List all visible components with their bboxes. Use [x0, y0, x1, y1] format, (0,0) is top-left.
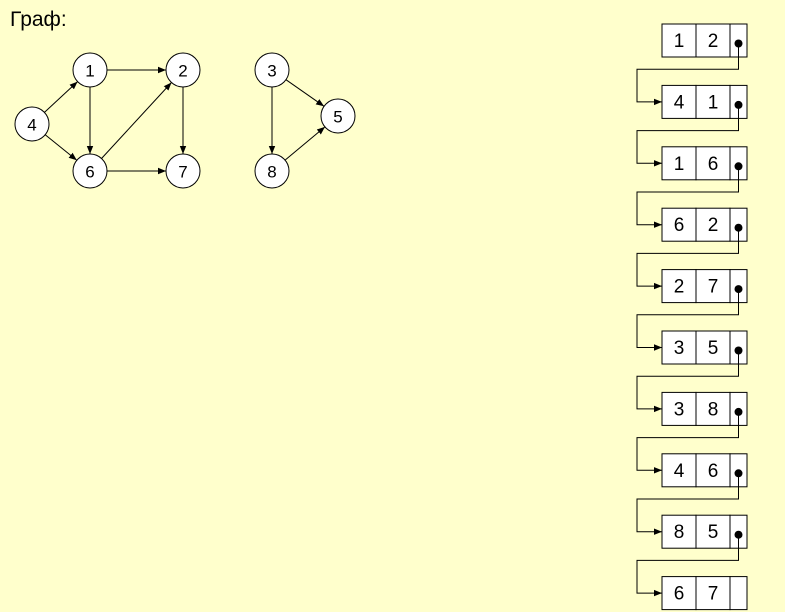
- graph-nodes: 1 2 3 4 5 6 7 8: [14, 52, 356, 189]
- cell-to-value: 2: [708, 215, 719, 236]
- node-8: 8: [254, 153, 290, 189]
- cell-from-value: 2: [674, 277, 685, 298]
- cell-to-value: 8: [708, 399, 719, 420]
- cell-to-value: 1: [708, 92, 719, 113]
- cell-to: [695, 391, 731, 426]
- cell-to: [695, 576, 731, 611]
- cell-from-value: 6: [674, 584, 685, 605]
- node-label: 6: [85, 163, 94, 182]
- node-label: 8: [267, 163, 276, 182]
- cell-from-value: 3: [674, 338, 685, 359]
- cell-to-value: 5: [708, 338, 719, 359]
- cell-from: [661, 453, 697, 488]
- cell-to-value: 7: [708, 584, 719, 605]
- node-circle: [254, 52, 290, 88]
- node-4: 4: [14, 106, 50, 142]
- next-pointer-arrow: [636, 350, 739, 413]
- cell-to-value: 2: [708, 31, 719, 52]
- node-2: 2: [165, 52, 201, 88]
- next-pointer-arrow: [636, 227, 739, 290]
- next-pointer-arrow: [636, 534, 739, 597]
- node-circle: [72, 52, 108, 88]
- node-label: 2: [178, 62, 187, 81]
- cell-to: [695, 207, 731, 242]
- edge-4-1: [44, 81, 78, 113]
- node-label: 4: [27, 116, 36, 135]
- cell-to-value: 6: [708, 154, 719, 175]
- node-label: 7: [178, 163, 187, 182]
- cell-from-value: 4: [674, 92, 685, 113]
- node-1: 1: [72, 52, 108, 88]
- cell-from-value: 6: [674, 215, 685, 236]
- next-pointer-arrow: [636, 289, 739, 351]
- cell-from-value: 1: [674, 154, 685, 175]
- page-title: Граф:: [10, 8, 67, 31]
- cell-pointer: [729, 576, 748, 611]
- cell-to: [695, 23, 731, 58]
- cell-from-value: 4: [674, 461, 685, 482]
- node-6: 6: [72, 153, 108, 189]
- node-5: 5: [320, 98, 356, 134]
- cell-from: [661, 23, 697, 58]
- cell-from-value: 1: [674, 31, 685, 52]
- node-label: 1: [85, 62, 94, 81]
- node-circle: [14, 106, 50, 142]
- cell-from: [661, 330, 697, 365]
- cell-to-value: 6: [708, 461, 719, 482]
- cell-from-value: 3: [674, 399, 685, 420]
- next-pointer-arrow: [636, 166, 739, 228]
- node-circle: [72, 153, 108, 189]
- node-label: 5: [333, 108, 342, 127]
- cell-to: [695, 514, 731, 549]
- next-pointer-arrow: [636, 411, 739, 474]
- cell-from: [661, 84, 697, 119]
- next-pointer-arrow: [636, 473, 739, 535]
- cell-from-value: 8: [674, 522, 685, 543]
- cell-from: [661, 514, 697, 549]
- cell-to: [695, 84, 731, 119]
- cell-from: [661, 146, 697, 181]
- node-label: 3: [267, 62, 276, 81]
- node-circle: [165, 153, 201, 189]
- next-pointer-arrow: [636, 43, 739, 106]
- node-7: 7: [165, 153, 201, 189]
- node-circle: [320, 98, 356, 134]
- cell-to: [695, 269, 731, 304]
- node-circle: [254, 153, 290, 189]
- next-pointer-arrow: [636, 104, 739, 167]
- node-circle: [165, 52, 201, 88]
- edge-6-2: [101, 82, 172, 159]
- node-3: 3: [254, 52, 290, 88]
- graph-edges: [44, 66, 326, 175]
- cell-to: [695, 146, 731, 181]
- edge-3-5: [285, 79, 325, 107]
- cell-from: [661, 269, 697, 304]
- cell-to-value: 5: [708, 522, 719, 543]
- cell-to-value: 7: [708, 277, 719, 298]
- edge-8-5: [284, 126, 326, 161]
- edge-4-6: [44, 134, 78, 161]
